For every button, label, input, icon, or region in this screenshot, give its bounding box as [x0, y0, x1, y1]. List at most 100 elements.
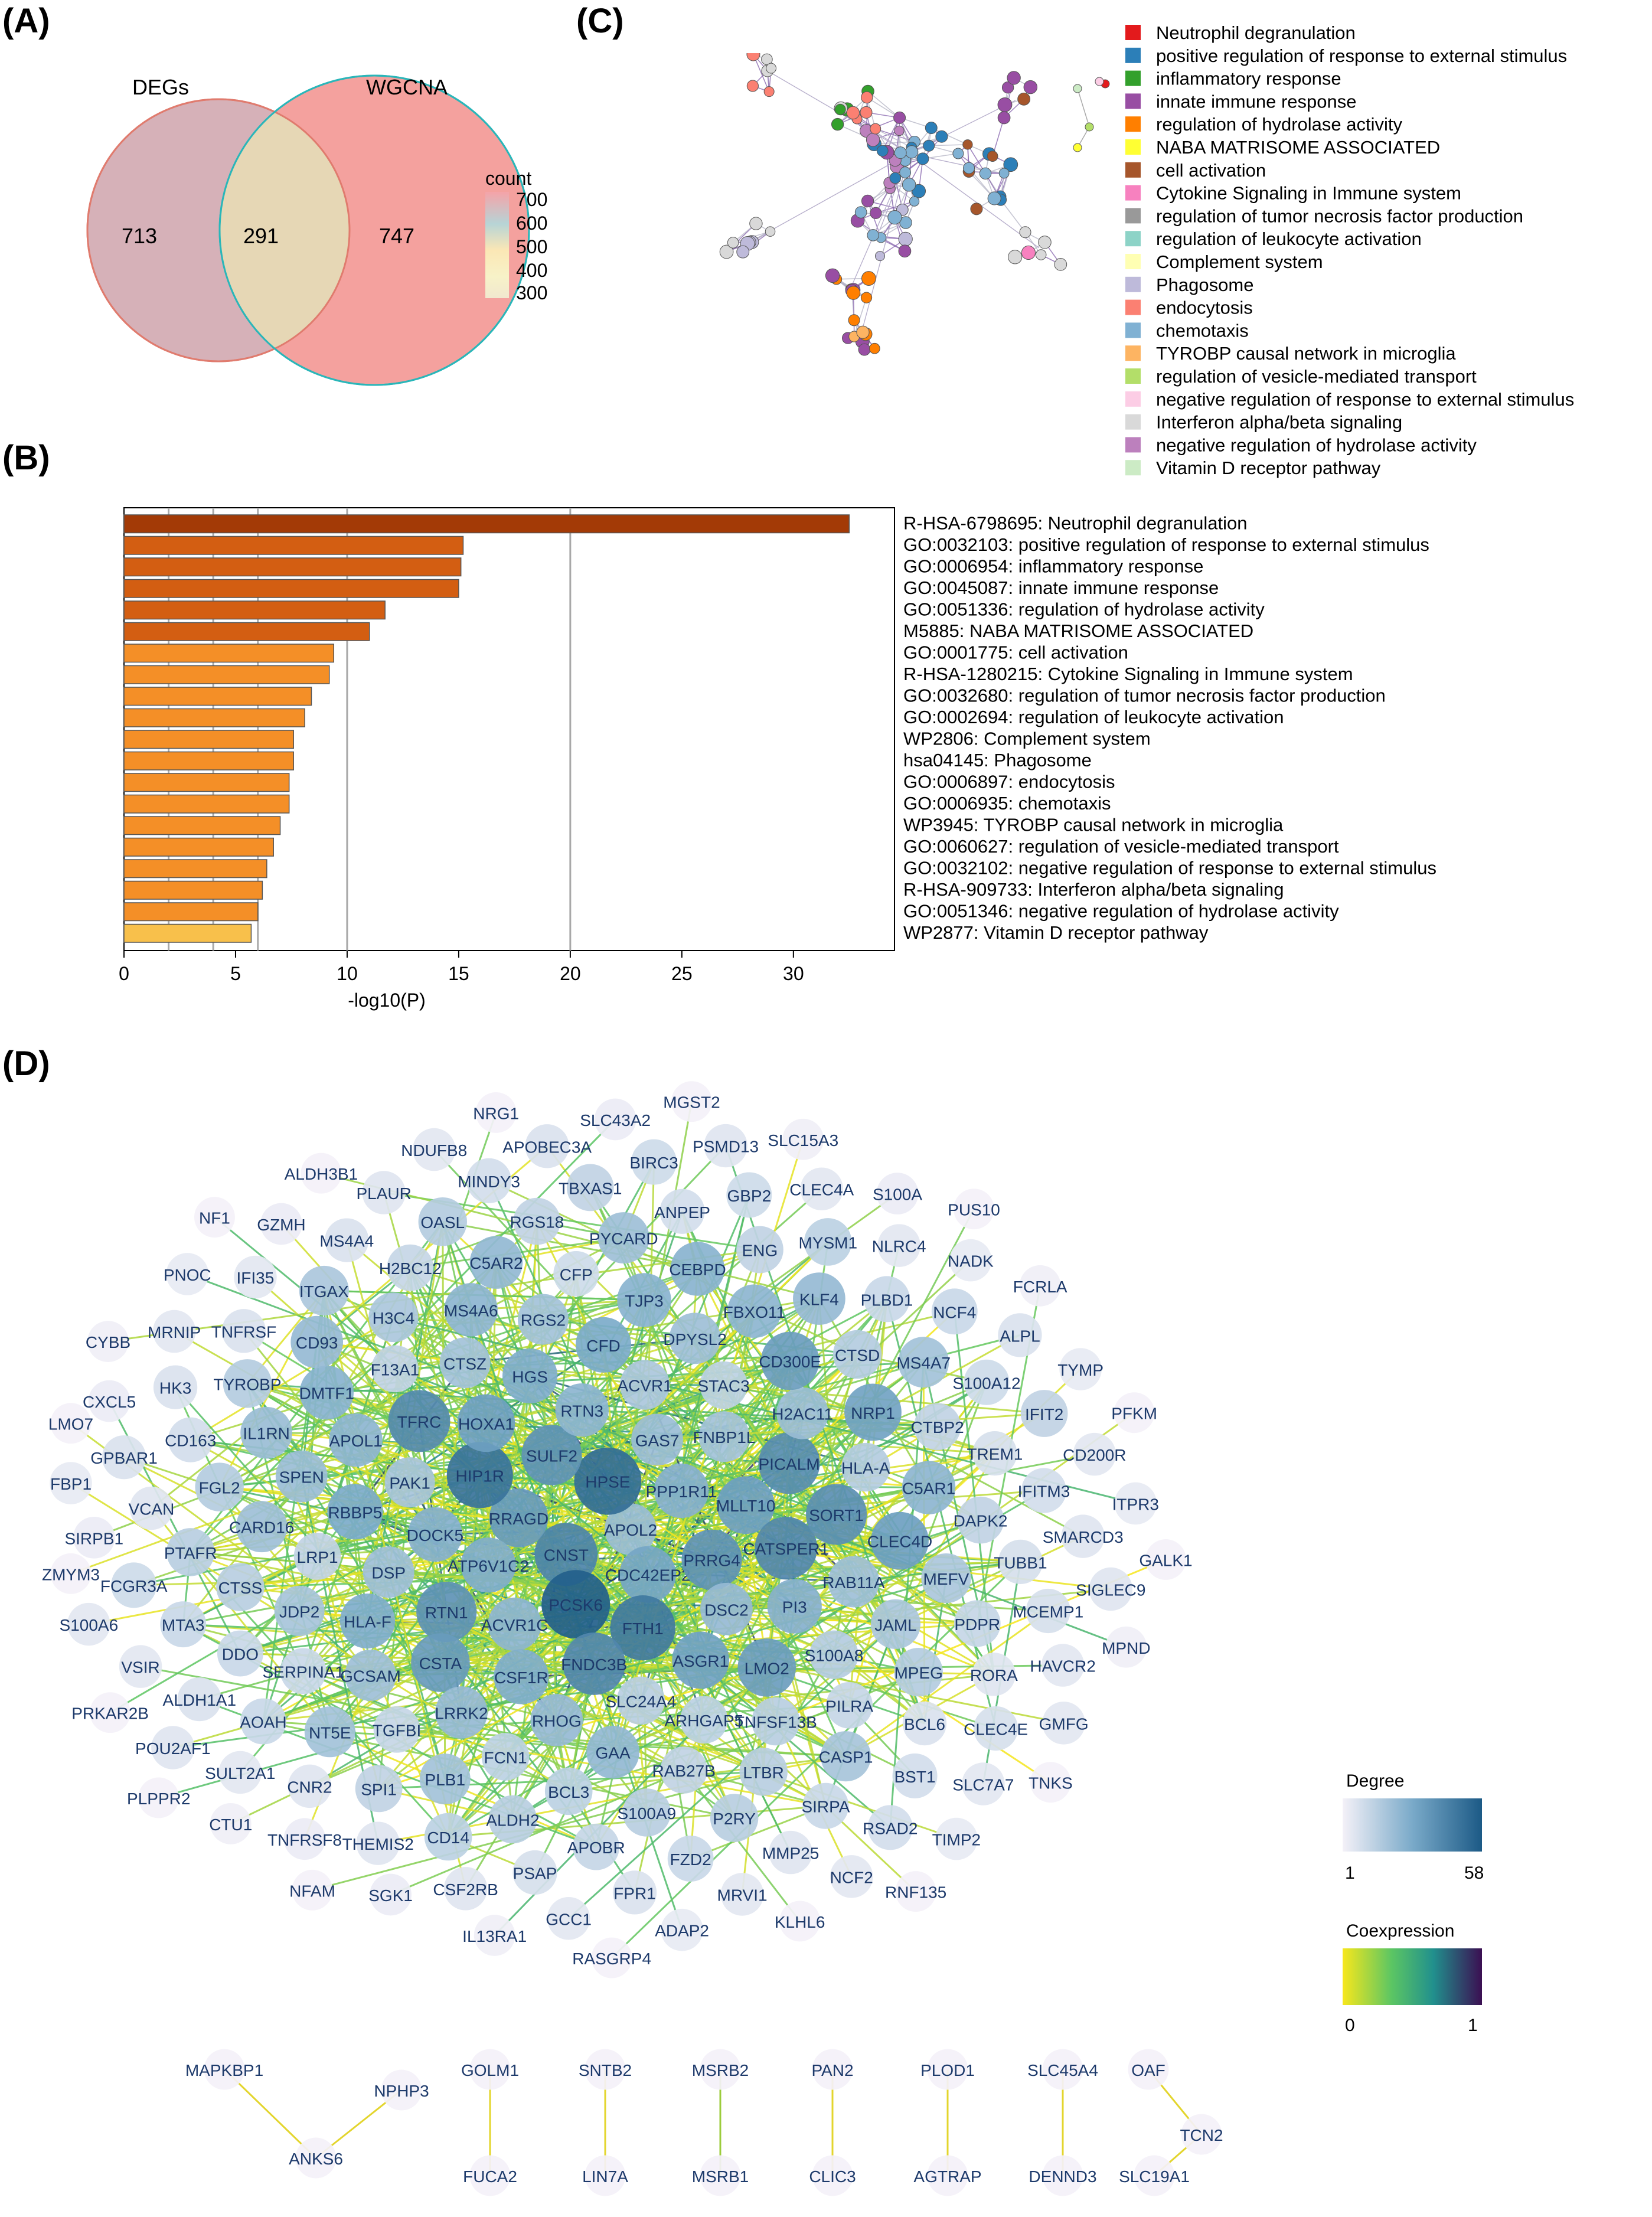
legend-swatch	[1125, 185, 1141, 201]
ppi-node	[672, 1631, 730, 1689]
ppi-node-label: MAPKBP1	[185, 2061, 263, 2079]
ppi-edge	[465, 1361, 1044, 1415]
legend-term-label: negative regulation of response to exter…	[1156, 389, 1574, 410]
ppi-node-label: SLC24A4	[605, 1692, 676, 1710]
ppi-node-label: RASGRP4	[572, 1950, 651, 1968]
ppi-node-label: CYBB	[86, 1333, 130, 1351]
x-tick-label: 15	[448, 963, 469, 984]
x-axis-label: -log10(P)	[348, 990, 426, 1011]
ppi-node	[521, 1425, 582, 1485]
ppi-node	[755, 1517, 818, 1579]
network-node	[854, 206, 867, 218]
ppi-node-label: C5AR2	[469, 1254, 523, 1272]
ppi-node-label: RHOG	[532, 1712, 582, 1730]
network-edge	[853, 297, 867, 337]
ppi-node	[998, 1539, 1043, 1584]
ppi-node-label: ENG	[742, 1242, 778, 1260]
legend-swatch	[1125, 208, 1141, 224]
legend-term-label: negative regulation of hydrolase activit…	[1156, 435, 1477, 455]
ppi-node	[800, 1167, 843, 1210]
x-tick-label: 5	[230, 963, 241, 984]
bar-category-label: GO:0002694: regulation of leukocyte acti…	[903, 707, 1284, 727]
legend-term-label: Complement system	[1156, 252, 1323, 272]
ppi-node	[443, 1867, 488, 1911]
ppi-node	[1021, 1468, 1067, 1513]
ppi-node	[726, 1172, 772, 1218]
bar-category-label: GO:0060627: regulation of vesicle-mediat…	[903, 836, 1339, 857]
ppi-node-label: ITPR3	[1112, 1495, 1159, 1513]
ppi-node-label: TUBB1	[994, 1553, 1047, 1572]
ppi-node	[194, 1197, 235, 1238]
ppi-node	[760, 1331, 820, 1390]
network-node	[952, 148, 964, 159]
legend-swatch	[1125, 231, 1141, 247]
ppi-node	[902, 1701, 947, 1746]
network-node	[893, 111, 906, 124]
ppi-node-label: PILRA	[825, 1697, 873, 1715]
ppi-node	[680, 1696, 728, 1744]
ppi-edge	[683, 1769, 801, 1922]
network-node	[860, 292, 873, 303]
ppi-edge	[894, 1452, 996, 1625]
bar	[123, 837, 274, 857]
ppi-node	[1059, 1348, 1102, 1390]
ppi-node-label: DAPK2	[954, 1512, 1008, 1530]
ppi-node-label: S100A12	[952, 1374, 1020, 1392]
ppi-node	[119, 1645, 162, 1688]
network-node	[1017, 92, 1031, 106]
ppi-node-label: MMP25	[762, 1844, 819, 1863]
ppi-node-label: IFITM3	[1018, 1483, 1070, 1501]
ppi-node-label: APOBEC3A	[502, 1138, 592, 1156]
ppi-node-label: MLLT10	[716, 1497, 776, 1515]
ppi-node-label: PICALM	[758, 1455, 820, 1473]
ppi-node	[877, 1224, 920, 1267]
legend-swatch	[1125, 139, 1141, 155]
ppi-node	[488, 1597, 541, 1651]
ppi-node-label: RAB11A	[822, 1573, 885, 1592]
legend-count-tick-600: 600	[516, 213, 547, 234]
network-edge	[909, 153, 1040, 249]
ppi-node-label: VCAN	[129, 1500, 175, 1519]
bar-category-label: WP2806: Complement system	[903, 728, 1151, 749]
network-node	[962, 139, 973, 150]
ppi-node	[547, 1897, 590, 1940]
bar	[123, 622, 370, 641]
network-node	[987, 191, 1001, 205]
ppi-node-label: S100A	[873, 1186, 922, 1204]
ppi-node-label: HK3	[159, 1379, 191, 1398]
ppi-node-label: DMTF1	[299, 1385, 354, 1403]
ppi-node	[1114, 1392, 1155, 1434]
ppi-node-label: GZMH	[257, 1216, 305, 1234]
ppi-node-label: HGS	[512, 1367, 548, 1386]
panel-label-b: (B)	[2, 439, 50, 477]
ppi-node	[469, 2155, 511, 2196]
ppi-node	[356, 1821, 400, 1865]
ppi-node-label: PLPPR2	[127, 1790, 190, 1808]
ppi-node	[466, 1158, 512, 1203]
network-node	[889, 172, 902, 184]
ppi-node-label: ACVR1C	[481, 1616, 549, 1634]
ppi-node-label: PAK1	[389, 1474, 430, 1493]
ppi-node	[573, 1823, 620, 1870]
bar-category-label: GO:0006954: inflammatory response	[903, 556, 1203, 576]
ppi-node	[669, 1312, 721, 1364]
ppi-node-label: F13A1	[371, 1360, 420, 1379]
ppi-node-label: GBP2	[727, 1187, 771, 1205]
ppi-node	[631, 1413, 683, 1466]
ppi-node	[67, 1602, 110, 1646]
ppi-node	[166, 1253, 209, 1295]
ppi-node	[293, 1533, 341, 1580]
ppi-node	[469, 1236, 523, 1289]
bar	[123, 773, 290, 792]
ppi-node-label: FNBP1L	[693, 1428, 756, 1447]
ppi-node-label: PRRG4	[683, 1552, 740, 1570]
network-node	[856, 325, 870, 339]
network-node	[909, 196, 920, 207]
ppi-node-label: RORA	[970, 1666, 1018, 1684]
ppi-node	[767, 1579, 822, 1634]
ppi-node-label: GOLM1	[461, 2061, 519, 2079]
ppi-node	[151, 1726, 195, 1769]
legend-term-label: endocytosis	[1156, 298, 1253, 318]
network-node	[727, 237, 739, 249]
legend-count-tick-300: 300	[516, 282, 547, 303]
